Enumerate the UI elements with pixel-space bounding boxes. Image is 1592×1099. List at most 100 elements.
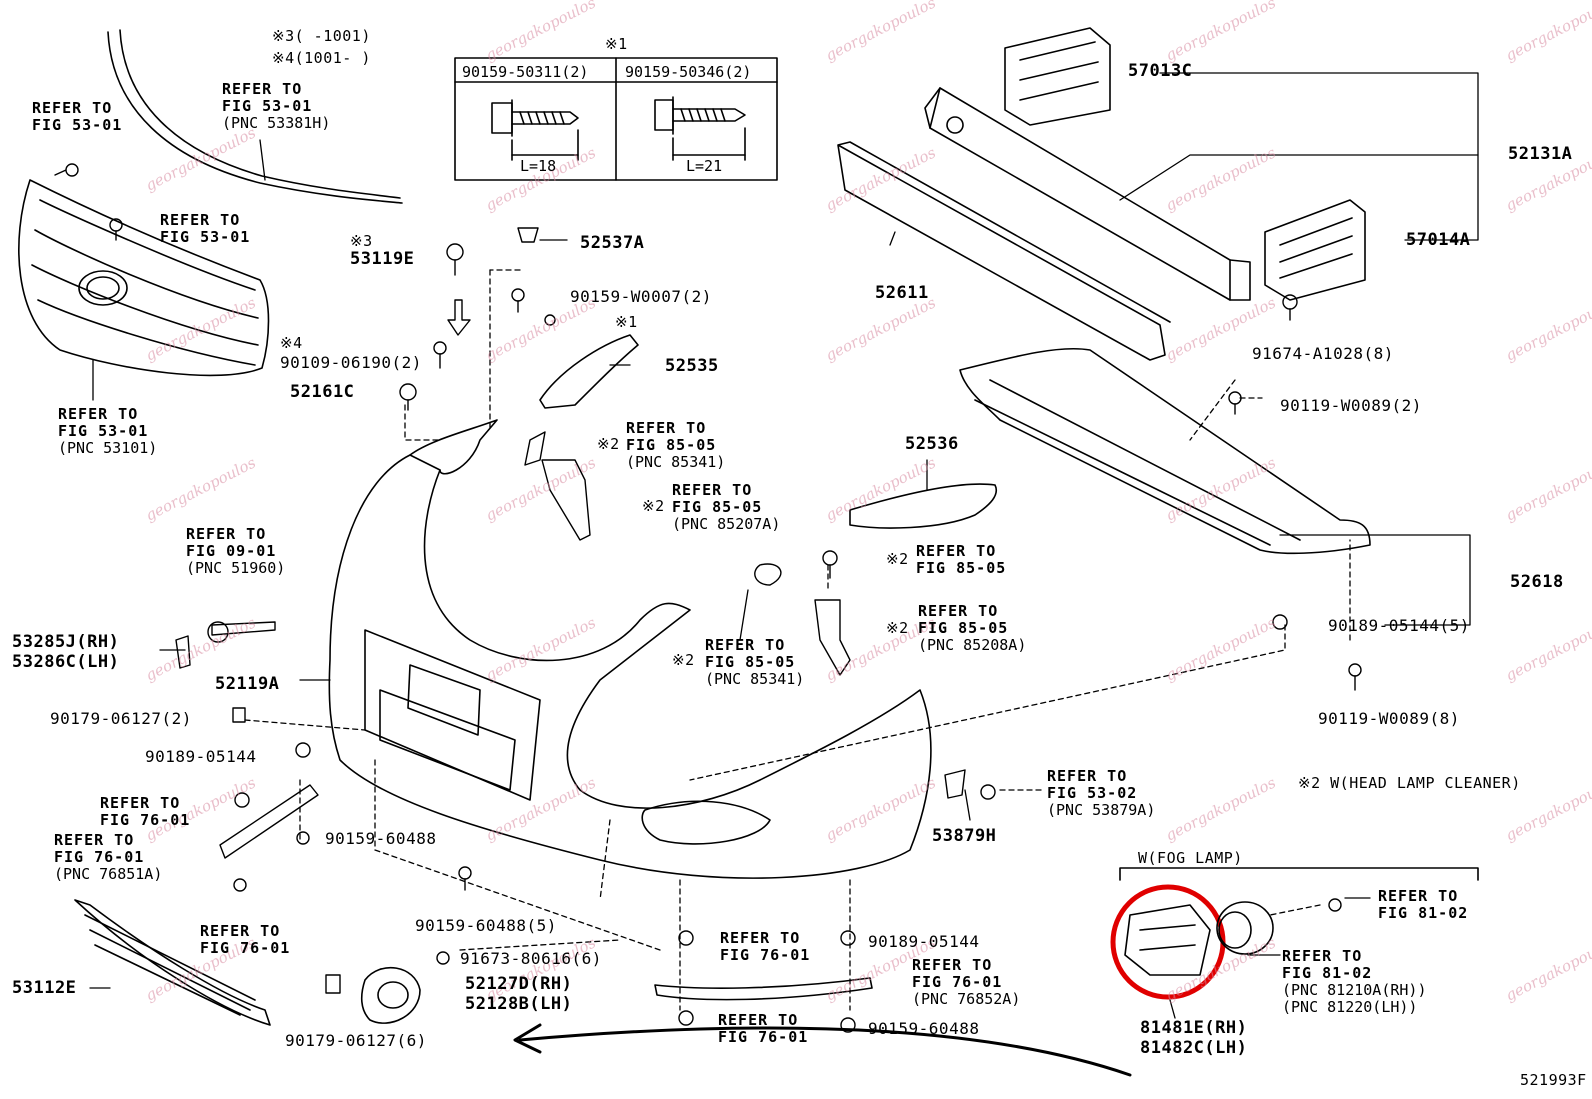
refer-to-text: REFER TO <box>32 99 113 117</box>
engine-under-cover <box>959 347 1371 555</box>
refer-85207: REFER TO FIG 85-05 (PNC 85207A) <box>672 482 780 533</box>
part-81482c: 81482C(LH) <box>1140 1038 1248 1058</box>
bumper-cover <box>328 419 932 879</box>
figure-ref: FIG 81-02 <box>1378 904 1469 922</box>
part-90189-b: 90189-05144 <box>145 747 257 766</box>
part-91673: 91673-80616(6) <box>460 949 602 968</box>
part-52535: 52535 <box>665 356 719 376</box>
figure-ref: FIG 76-01 <box>720 946 811 964</box>
refer-76851: REFER TO FIG 76-01 (PNC 76851A) <box>54 832 162 883</box>
leader-lines <box>89 72 1479 1019</box>
pnc-ref: (PNC 85208A) <box>918 636 1027 654</box>
part-52618: 52618 <box>1510 572 1564 592</box>
part-52131a: 52131A <box>1508 144 1573 164</box>
mark-2-d: ※2 <box>886 619 909 637</box>
bolt-length-2: L=21 <box>686 157 723 175</box>
refer-molding: REFER TO FIG 53-01 (PNC 53381H) <box>222 81 330 132</box>
part-57014a: 57014A <box>1406 230 1471 250</box>
bracket-57014a <box>1264 199 1366 301</box>
refer-to-text: REFER TO <box>222 80 303 98</box>
lower-grille <box>74 899 271 1026</box>
part-52161c: 52161C <box>290 382 355 402</box>
footnote-3: ※3( -1001) <box>272 27 371 45</box>
bumper-reinforcement <box>924 87 1251 301</box>
part-90159-60488-c: 90159-60488 <box>868 1019 980 1038</box>
direction-arrow <box>518 1026 1132 1077</box>
mark-3: ※3 <box>350 232 373 250</box>
pnc-ref: (PNC 85341) <box>705 670 805 688</box>
refer-to-text: REFER TO <box>1378 887 1459 905</box>
figure-ref: FIG 53-01 <box>58 422 149 440</box>
part-53879h: 53879H <box>932 826 997 846</box>
part-52119a: 52119A <box>215 674 280 694</box>
fog-lamp <box>1216 901 1274 955</box>
mark-4: ※4 <box>280 334 303 352</box>
part-52127d: 52127D(RH) <box>465 974 573 994</box>
pnc-ref: (PNC 53879A) <box>1047 801 1156 819</box>
figure-ref: FIG 53-01 <box>222 97 313 115</box>
refer-76-01-d: REFER TO FIG 76-01 <box>718 1012 808 1046</box>
pnc-ref: (PNC 53381H) <box>222 114 331 132</box>
part-90179-b: 90179-06127(6) <box>285 1031 427 1050</box>
fog-bezel <box>360 966 421 1024</box>
figure-ref: FIG 81-02 <box>1282 964 1373 982</box>
figure-ref: FIG 76-01 <box>54 848 145 866</box>
pnc-ref: (PNC 51960) <box>186 559 286 577</box>
pnc-ref-lh: (PNC 81220(LH)) <box>1282 998 1418 1016</box>
fog-lamp-cover <box>1124 904 1211 976</box>
part-57013c: 57013C <box>1128 61 1193 81</box>
refer-to-text: REFER TO <box>705 636 786 654</box>
refer-to-text: REFER TO <box>1047 767 1128 785</box>
refer-to-text: REFER TO <box>1282 947 1363 965</box>
refer-to-text: REFER TO <box>54 831 135 849</box>
figure-ref: FIG 85-05 <box>916 559 1007 577</box>
footnote-2: ※2 W(HEAD LAMP CLEANER) <box>1298 774 1521 792</box>
figure-ref: FIG 85-05 <box>672 498 763 516</box>
part-90159-w0007: 90159-W0007(2) <box>570 287 712 306</box>
part-52537a: 52537A <box>580 233 645 253</box>
part-90179-a: 90179-06127(2) <box>50 709 192 728</box>
refer-53879: REFER TO FIG 53-02 (PNC 53879A) <box>1047 768 1155 819</box>
part-90159-60488-b: 90159-60488(5) <box>415 916 557 935</box>
part-90119-b: 90119-W0089(8) <box>1318 709 1460 728</box>
refer-to-text: REFER TO <box>200 922 281 940</box>
part-53285j: 53285J(RH) <box>12 632 120 652</box>
fog-lamp-note: W(FOG LAMP) <box>1138 849 1243 867</box>
refer-85-05: REFER TO FIG 85-05 <box>916 543 1006 577</box>
pnc-ref: (PNC 85341) <box>626 453 726 471</box>
dashed-leaders <box>244 269 1351 1011</box>
part-90159-60488-a: 90159-60488 <box>325 829 437 848</box>
mark-1: ※1 <box>615 313 638 331</box>
figure-ref: FIG 09-01 <box>186 542 277 560</box>
fasteners <box>54 163 1362 1033</box>
part-90119-a: 90119-W0089(2) <box>1280 396 1422 415</box>
refer-85208: REFER TO FIG 85-05 (PNC 85208A) <box>918 603 1026 654</box>
part-52611: 52611 <box>875 283 929 303</box>
part-53112e: 53112E <box>12 978 77 998</box>
figure-ref: FIG 76-01 <box>100 811 191 829</box>
refer-to-text: REFER TO <box>100 794 181 812</box>
refer-to-text: REFER TO <box>916 542 997 560</box>
refer-fig-53-01-a: REFER TO FIG 53-01 <box>32 100 122 134</box>
footnote-4: ※4(1001- ) <box>272 49 371 67</box>
bracket-52536 <box>849 483 997 529</box>
part-81481e: 81481E(RH) <box>1140 1018 1248 1038</box>
figure-ref: FIG 85-05 <box>918 619 1009 637</box>
pnc-ref: (PNC 53101) <box>58 439 158 457</box>
bolt-table <box>454 57 778 181</box>
pnc-ref: (PNC 85207A) <box>672 515 781 533</box>
mark-2-c: ※2 <box>886 550 909 568</box>
figure-ref: FIG 85-05 <box>626 436 717 454</box>
part-52536: 52536 <box>905 434 959 454</box>
refer-85341-a: REFER TO FIG 85-05 (PNC 85341) <box>626 420 725 471</box>
flange-bolt-short-icon <box>491 99 579 161</box>
figure-ref: FIG 76-01 <box>718 1028 809 1046</box>
part-90189-a: 90189-05144(5) <box>1328 616 1470 635</box>
energy-absorber <box>837 141 1171 361</box>
refer-to-text: REFER TO <box>672 481 753 499</box>
refer-to-text: REFER TO <box>718 1011 799 1029</box>
lower-spoiler <box>654 977 873 1001</box>
figure-ref: FIG 53-02 <box>1047 784 1138 802</box>
